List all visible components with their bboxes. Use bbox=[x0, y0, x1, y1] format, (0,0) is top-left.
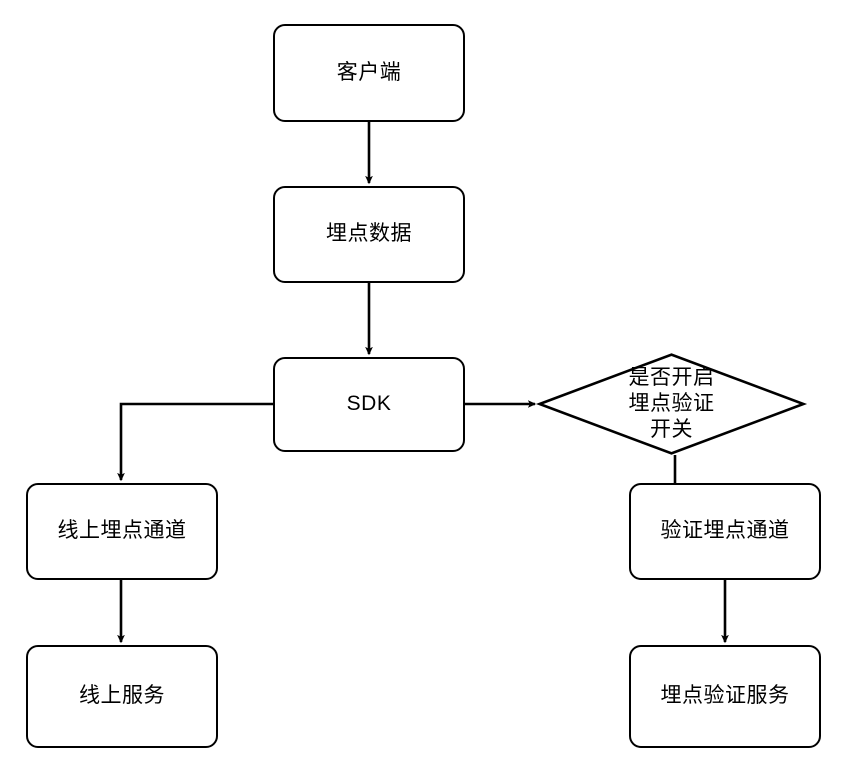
node-verify-channel[interactable]: 验证埋点通道 bbox=[629, 483, 821, 580]
node-sdk[interactable]: SDK bbox=[273, 357, 465, 452]
node-sdk-label: SDK bbox=[346, 392, 392, 416]
node-tracking-data[interactable]: 埋点数据 bbox=[273, 186, 465, 283]
node-decision[interactable]: 是否开启 埋点验证 开关 bbox=[535, 353, 808, 455]
node-online-service[interactable]: 线上服务 bbox=[26, 645, 218, 748]
edge-sdk-to-online-channel bbox=[117, 402, 273, 482]
node-tracking-data-label: 埋点数据 bbox=[326, 222, 412, 246]
node-verify-service-label: 埋点验证服务 bbox=[660, 684, 790, 708]
node-online-channel[interactable]: 线上埋点通道 bbox=[26, 483, 218, 580]
node-verify-service[interactable]: 埋点验证服务 bbox=[629, 645, 821, 748]
node-online-channel-label: 线上埋点通道 bbox=[57, 519, 187, 543]
node-verify-channel-label: 验证埋点通道 bbox=[660, 519, 790, 543]
node-client[interactable]: 客户端 bbox=[273, 24, 465, 122]
node-online-service-label: 线上服务 bbox=[79, 684, 165, 708]
node-client-label: 客户端 bbox=[336, 60, 402, 84]
decision-diamond-shape bbox=[535, 353, 808, 455]
